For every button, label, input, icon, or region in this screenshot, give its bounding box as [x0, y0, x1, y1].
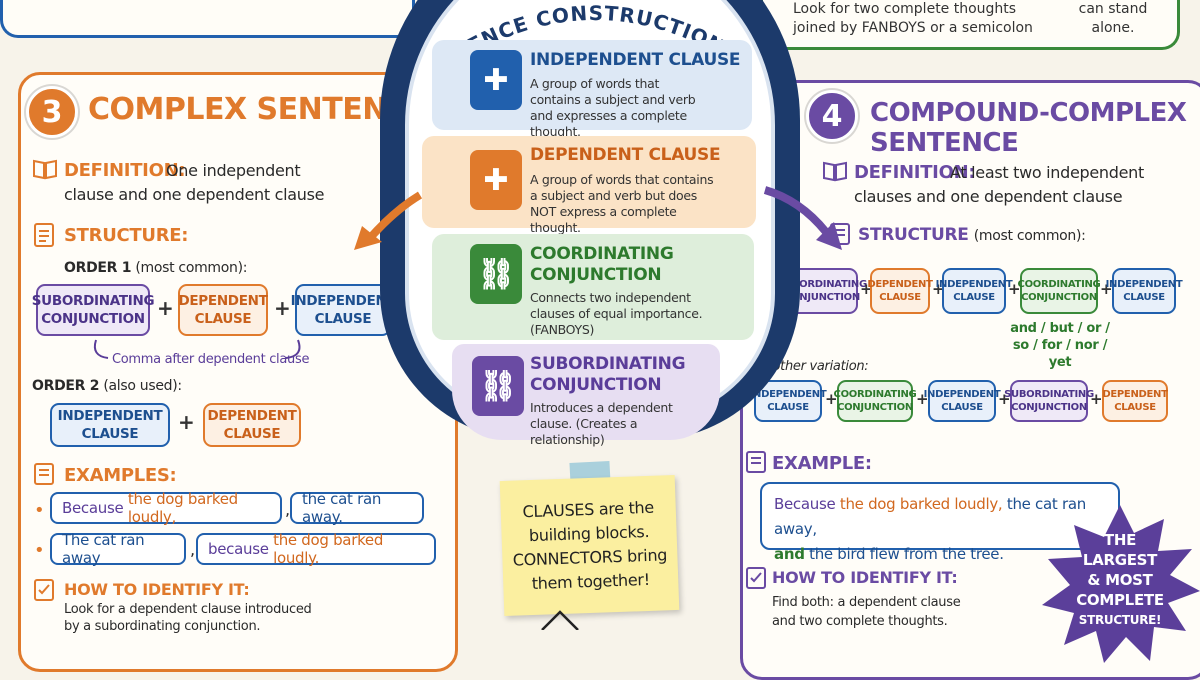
- structure-label: STRUCTURE (most common):: [858, 225, 1086, 245]
- coordinating-conjunction-box: COORDINATING CONJUNCTION: [1018, 268, 1101, 314]
- independent-clause-box: INDEPENDENT CLAUSE: [750, 380, 827, 422]
- dependent-clause-box: DEPENDENT CLAUSE: [178, 284, 268, 336]
- independent-clause-box: INDEPENDENT CLAUSE: [936, 268, 1013, 314]
- arrow-left-icon: [354, 191, 423, 250]
- starburst-badge: [1042, 505, 1200, 663]
- sticky-note: CLAUSES are the building blocks. CONNECT…: [499, 474, 680, 617]
- bullet-icon: •: [34, 500, 45, 521]
- definition-text-2: clause and one dependent clause: [64, 185, 325, 204]
- order1-label: ORDER 1 (most common):: [64, 260, 248, 276]
- example-label: EXAMPLE:: [772, 453, 872, 474]
- compound-complex-title: COMPOUND-COMPLEX SENTENCE: [870, 98, 1187, 158]
- independent-panel-fragment: [0, 0, 415, 38]
- plus-sign: +: [932, 280, 945, 298]
- example-clause-box: The cat ran away: [50, 531, 186, 567]
- independent-clause-box: INDEPENDENT CLAUSE: [1106, 268, 1183, 314]
- checklist-icon: [746, 567, 766, 589]
- fanboys-list: and / but / or / so / for / nor / yet: [1010, 321, 1110, 370]
- identify-text-2: and two complete thoughts.: [772, 614, 948, 629]
- independent-clause-box: INDEPENDENT CLAUSE: [924, 380, 1001, 422]
- plus-sign: +: [178, 410, 195, 434]
- definition-text-2: clauses and one dependent clause: [854, 187, 1123, 206]
- order2-label: ORDER 2 (also used):: [32, 378, 182, 394]
- dependent-clause-desc: A group of words that contains a subject…: [530, 172, 714, 235]
- compound-identify-text: Look for two complete thoughts joined by…: [793, 1, 1033, 36]
- identify-text: Find both: a dependent clause: [772, 595, 961, 610]
- checklist-icon: [34, 579, 54, 601]
- subordinating-conjunction-box: SUBORDINATING CONJUNCTION: [1004, 380, 1094, 422]
- example-clause-box: the cat ran away.: [290, 490, 424, 526]
- comma-note: Comma after dependent clause: [112, 352, 310, 367]
- independent-clause-title: INDEPENDENT CLAUSE: [530, 50, 741, 70]
- definition-text: At least two independent: [950, 163, 1144, 182]
- compound-panel-fragment: Look for two complete thoughts joined by…: [760, 0, 1180, 50]
- plus-sign: +: [157, 296, 174, 320]
- example-sentence-box: Because the dog barked loudly, the cat r…: [760, 482, 1120, 563]
- comma-mark: ,: [190, 540, 196, 559]
- independent-clause-box: INDEPENDENT CLAUSE: [50, 403, 170, 447]
- complex-title: COMPLEX SENTENCE: [88, 92, 429, 127]
- coordinating-conjunction-title: COORDINATING CONJUNCTION: [530, 244, 674, 285]
- dependent-clause-box: DEPENDENT CLAUSE: [1102, 380, 1168, 422]
- identify-text-2: by a subordinating conjunction.: [64, 619, 261, 634]
- arrow-right-icon: [763, 186, 842, 250]
- plus-sign: +: [1100, 280, 1113, 298]
- chain-link-icon: ⛓: [472, 356, 524, 416]
- book-icon: [33, 159, 57, 180]
- plus-sign: +: [860, 280, 873, 298]
- pointer-icon: [541, 610, 579, 630]
- example-clause-box: because the dog barked loudly.: [196, 531, 436, 567]
- subordinating-conjunction-box: SUBORDINATING CONJUNCTION: [32, 284, 155, 336]
- document-icon: [34, 223, 54, 247]
- identify-label: HOW TO IDENTIFY IT:: [64, 580, 250, 599]
- variation-label: Another variation:: [756, 359, 869, 374]
- dependent-clause-box: DEPENDENT CLAUSE: [203, 403, 301, 447]
- examples-label: EXAMPLES:: [64, 465, 177, 486]
- chain-link-icon: ⛓: [470, 244, 522, 304]
- plus-sign: +: [916, 390, 929, 408]
- plus-sign: +: [274, 296, 291, 320]
- compound-simple-text: can stand alone.: [1078, 1, 1148, 36]
- comma-mark: ,: [285, 500, 291, 519]
- independent-clause-desc: A group of words that contains a subject…: [530, 76, 696, 139]
- identify-label: HOW TO IDENTIFY IT:: [772, 568, 958, 587]
- definition-label: DEFINITION:: [854, 162, 976, 183]
- dependent-clause-box: DEPENDENT CLAUSE: [867, 268, 933, 314]
- comma-arrow-icon: [93, 339, 301, 359]
- definition-label: DEFINITION:: [64, 160, 186, 181]
- section-number-badge: 4: [806, 90, 858, 142]
- definition-text: One independent: [166, 161, 301, 180]
- document-icon: [746, 451, 766, 473]
- plus-sign: +: [1008, 280, 1021, 298]
- independent-clause-box: INDEPENDENT CLAUSE: [291, 284, 396, 336]
- identify-text: Look for a dependent clause introduced: [64, 602, 312, 617]
- plus-sign: +: [998, 390, 1011, 408]
- book-icon: [823, 161, 847, 182]
- subordinating-conjunction-desc: Introduces a dependent clause. (Creates …: [530, 400, 673, 447]
- puzzle-icon: ✚: [470, 50, 522, 110]
- section-number-badge: 3: [26, 86, 78, 138]
- example-clause-box: Because the dog barked loudly,: [50, 490, 282, 526]
- plus-sign: +: [1090, 390, 1103, 408]
- structure-label: STRUCTURE:: [64, 225, 189, 246]
- badge-text: THE LARGEST & MOST COMPLETE STRUCTURE!: [1076, 531, 1164, 627]
- coordinating-conjunction-box: COORDINATING CONJUNCTION: [834, 380, 917, 422]
- coordinating-conjunction-desc: Connects two independent clauses of equa…: [530, 290, 703, 337]
- dependent-clause-title: DEPENDENT CLAUSE: [530, 145, 721, 165]
- plus-sign: +: [825, 390, 838, 408]
- document-icon: [34, 463, 54, 485]
- bullet-icon: •: [34, 540, 45, 561]
- puzzle-icon: ✚: [470, 150, 522, 210]
- subordinating-conjunction-title: SUBORDINATING CONJUNCTION: [530, 354, 686, 395]
